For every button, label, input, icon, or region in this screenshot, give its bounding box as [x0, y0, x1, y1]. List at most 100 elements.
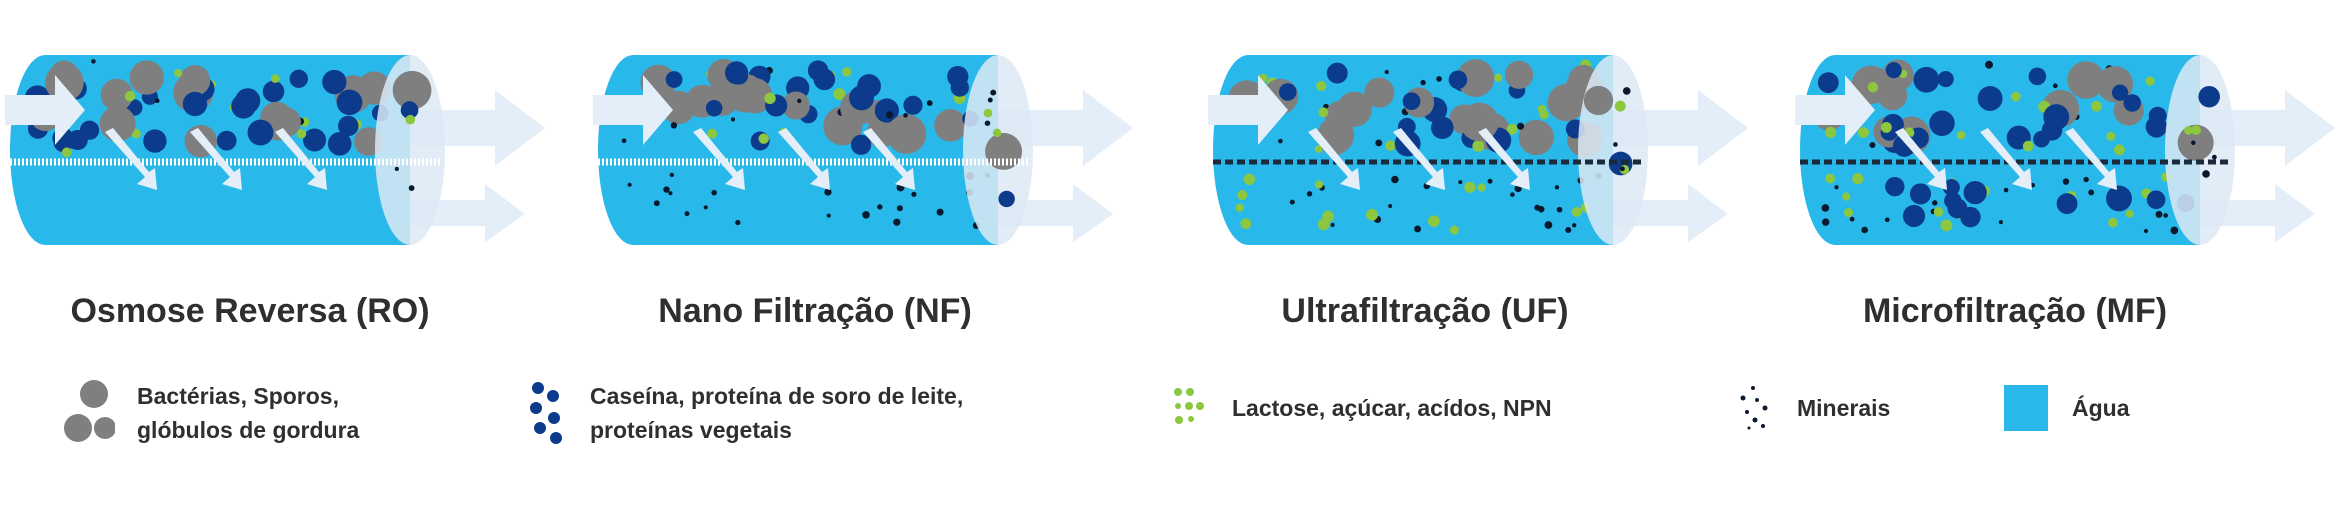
mineral-particle: [1861, 226, 1868, 234]
lactose-particle: [1956, 130, 1966, 140]
protein-particle: [143, 129, 167, 153]
protein-particle: [338, 115, 359, 137]
permeate-arrow-icon: [973, 184, 1113, 242]
lactose-particle: [842, 67, 852, 77]
lactose-particle: [1366, 208, 1378, 221]
protein-particle: [2198, 85, 2220, 108]
protein-particle: [400, 101, 419, 119]
mineral-particle: [1572, 223, 1577, 228]
mineral-particle: [1869, 142, 1876, 149]
mineral-particle: [911, 191, 917, 197]
lactose-particle: [1477, 183, 1486, 192]
protein-particle: [1909, 183, 1932, 205]
mineral-particle: [877, 204, 883, 210]
legend-minerals: Minerais: [1735, 378, 1890, 438]
bacteria-particle: [100, 78, 133, 112]
protein-particle: [665, 71, 683, 88]
lactose-particle: [2191, 125, 2201, 136]
lactose-particle: [1316, 80, 1327, 92]
mineral-particle: [735, 219, 741, 226]
lactose-particle: [1237, 190, 1248, 201]
legend-label: Caseína, proteína de soro de leite,: [590, 383, 964, 409]
permeate-arrow-icon: [2175, 184, 2315, 242]
legend-water: Água: [2000, 378, 2130, 438]
mineral-particle: [987, 97, 993, 103]
lactose-particle: [764, 92, 776, 105]
mineral-particle: [1517, 122, 1525, 130]
protein-particle: [2123, 94, 2142, 112]
legend-label: Água: [2072, 395, 2130, 421]
lactose-particle: [1235, 203, 1245, 212]
inflow-arrow-icon: [1795, 75, 1875, 145]
mineral-particle: [1821, 218, 1830, 226]
lactose-particle: [1506, 123, 1518, 135]
mineral-particle: [1289, 199, 1295, 205]
lactose-particle: [1428, 215, 1440, 227]
bacteria-particle: [2067, 61, 2105, 99]
protein-particle: [2028, 67, 2047, 86]
mineral-particle: [1436, 76, 1442, 82]
lactose-particle: [707, 128, 718, 139]
flow-arrow-icon: [693, 128, 745, 190]
mineral-particle: [154, 98, 160, 104]
mineral-particle: [2083, 176, 2089, 183]
uf-cylinder: [1208, 55, 1748, 245]
flow-arrow-icon: [863, 128, 915, 190]
flow-arrow-icon: [1393, 128, 1445, 190]
legend-label: Lactose, açúcar, acídos, NPN: [1232, 395, 1552, 421]
panel-nf: [593, 20, 1153, 280]
protein-particle: [2145, 116, 2168, 138]
protein-particle: [1402, 92, 1421, 111]
lactose-particle: [2145, 76, 2155, 86]
protein-particle: [1326, 62, 1348, 84]
lactose-particle: [1825, 173, 1835, 184]
flow-arrow-icon: [1895, 128, 1947, 190]
protein-particle: [1937, 70, 1954, 88]
mineral-particle: [797, 98, 802, 104]
mineral-particle: [893, 218, 901, 226]
lactose-particle: [1933, 207, 1944, 217]
legend-label: proteínas vegetais: [590, 417, 792, 443]
mineral-particle: [1821, 204, 1830, 212]
mineral-particle: [1510, 192, 1515, 197]
legend-label: glóbulos de gordura: [137, 417, 360, 443]
protein-particle: [2033, 130, 2050, 148]
mineral-particle: [862, 211, 870, 219]
lactose-particle: [2011, 91, 2021, 102]
flow-arrow-icon: [1478, 128, 1530, 190]
protein-particle: [1817, 72, 1839, 94]
mineral-particle: [1388, 203, 1393, 208]
bacteria-icon: [64, 380, 115, 442]
mineral-particle: [1414, 225, 1422, 233]
protein-particle: [2146, 190, 2166, 210]
mineral-particle: [903, 113, 908, 118]
mineral-particle: [1556, 206, 1563, 213]
mineral-particle: [627, 182, 632, 187]
mineral-particle: [1565, 226, 1572, 234]
mineral-particle: [2052, 83, 2058, 89]
protein-particle: [1448, 70, 1468, 90]
protein-particle: [216, 130, 237, 151]
minerals-icon: [1740, 386, 1768, 430]
lactose-particle: [983, 108, 993, 118]
mineral-particle: [1834, 185, 1839, 190]
outflow-arrow-icon: [2175, 90, 2335, 166]
cylinder-end: [375, 55, 445, 245]
mineral-particle: [824, 188, 832, 196]
mineral-particle: [91, 59, 96, 64]
protein-icon: [530, 382, 562, 444]
mineral-particle: [684, 211, 690, 217]
lactose-particle: [2125, 209, 2134, 218]
flow-arrow-icon: [1308, 128, 1360, 190]
cylinder-end: [1578, 55, 1648, 245]
mineral-particle: [2143, 228, 2149, 234]
mineral-particle: [1554, 185, 1560, 190]
lactose-particle: [61, 147, 72, 158]
protein-particle: [1977, 86, 2003, 111]
lactose-particle: [2106, 131, 2116, 141]
mineral-particle: [711, 189, 717, 196]
mineral-particle: [926, 100, 933, 106]
flow-arrow-icon: [190, 128, 242, 190]
legend-bacteria: Bactérias, Sporos,glóbulos de gordura: [60, 378, 359, 448]
lactose-particle: [1314, 180, 1324, 189]
